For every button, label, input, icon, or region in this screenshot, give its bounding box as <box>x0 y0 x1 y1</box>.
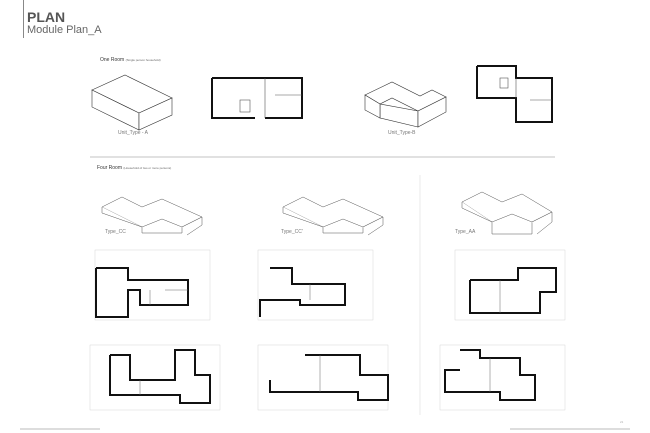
four-room-heading: Four Room (Household of two or more pers… <box>97 165 171 171</box>
one-room-heading: One Room (Single person household) <box>100 57 161 63</box>
four-room-note: (Household of two or more persons) <box>123 166 172 170</box>
one-room-title: One Room <box>100 57 125 63</box>
iso-unit-b <box>364 81 447 128</box>
unit-type-b-label: Unit_Type-B <box>388 130 416 136</box>
plan-cc-prime-1 <box>259 267 346 317</box>
iso-type-aa <box>461 191 553 235</box>
plan-aa-2 <box>444 349 536 401</box>
plan-unit-a <box>211 77 303 119</box>
iso-unit-a <box>91 74 173 131</box>
page-number: 21 <box>620 420 624 424</box>
page-title: PLAN <box>27 9 66 25</box>
one-room-note: (Single person household) <box>125 58 161 62</box>
plan-cc-1 <box>95 267 189 318</box>
page-subtitle: Module Plan_A <box>27 24 102 36</box>
title-accent-line <box>23 0 24 38</box>
plan-unit-b <box>476 65 553 123</box>
plan-aa-1 <box>469 267 557 314</box>
type-cc-label: Type_CC <box>105 229 126 235</box>
type-cc-prime-label: Type_CC' <box>281 229 303 235</box>
iso-type-cc <box>101 196 203 236</box>
unit-type-a-label: Unit_Type - A <box>118 130 149 136</box>
iso-type-cc-prime <box>282 196 384 236</box>
footer-left-text <box>20 428 100 430</box>
plan-cc-2 <box>109 349 211 404</box>
type-aa-label: Type_AA <box>455 229 476 235</box>
four-room-title: Four Room <box>97 165 123 171</box>
plan-cc-prime-2 <box>269 354 389 401</box>
footer-right-text <box>510 428 630 430</box>
